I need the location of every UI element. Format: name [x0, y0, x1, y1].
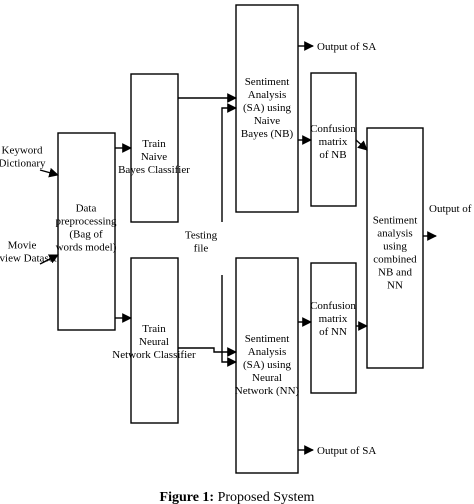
- figure-caption-label: Figure 1:: [160, 490, 215, 504]
- figure-caption-text: Proposed System: [218, 490, 315, 504]
- train-nn-box: [130, 257, 179, 424]
- arrow-confusion-nb-to-combined: [355, 139, 368, 151]
- arrow-testing-to-sa-nn: [221, 275, 237, 367]
- output-nn-label: Output of SA: [317, 445, 376, 457]
- combined-sa-box: [366, 127, 424, 369]
- arrow-testing-to-sa-nb: [221, 103, 237, 222]
- arrow-train-nn-to-sa-nn: [178, 347, 237, 357]
- output-nb-label: Output of SA: [317, 41, 376, 53]
- movie-review-dataset-label: MovieReview Dataset: [0, 240, 57, 265]
- sa-nn-box: [235, 257, 299, 474]
- output-combined-label: Output of SA: [429, 203, 474, 215]
- arrow-dataset-to-preprocessing: [39, 254, 59, 265]
- sa-nb-box: [235, 4, 299, 213]
- confusion-nn-box: [310, 262, 357, 394]
- data-preprocessing-box: [57, 132, 116, 331]
- figure-caption: Figure 1: Proposed System: [160, 490, 315, 504]
- arrow-keyword-to-preprocessing: [39, 167, 59, 178]
- train-nb-box: [130, 73, 179, 223]
